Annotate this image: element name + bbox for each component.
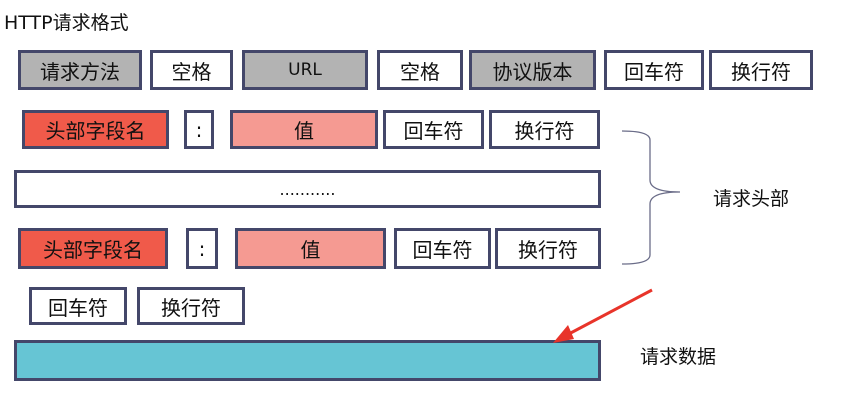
ellipsis-box: ...........: [14, 170, 601, 208]
url-box: URL: [242, 50, 368, 90]
protocol-version-box: 协议版本: [469, 50, 596, 90]
arrow-line: [564, 288, 653, 338]
header-value-box: 值: [235, 228, 386, 269]
cr-box: 回车符: [383, 110, 484, 149]
request-body-label: 请求数据: [640, 346, 717, 368]
cr-box: 回车符: [394, 228, 491, 269]
lf-box: 换行符: [137, 287, 245, 325]
header-name-box: 头部字段名: [22, 110, 169, 149]
space-box: 空格: [150, 50, 233, 90]
diagram-title: HTTP请求格式: [4, 12, 129, 34]
cr-box: 回车符: [604, 50, 704, 90]
lf-box: 换行符: [489, 110, 600, 149]
header-name-box: 头部字段名: [18, 228, 168, 269]
space-box: 空格: [377, 50, 463, 90]
request-method-box: 请求方法: [18, 50, 142, 90]
colon-box: :: [184, 110, 214, 149]
brace-icon: [621, 130, 681, 265]
cr-box: 回车符: [29, 287, 127, 325]
arrow-head-icon: [553, 325, 574, 343]
lf-box: 换行符: [709, 50, 813, 90]
request-body-box: [14, 340, 601, 381]
request-headers-label: 请求头部: [713, 188, 790, 210]
lf-box: 换行符: [495, 228, 601, 269]
colon-box: :: [186, 228, 218, 269]
header-value-box: 值: [230, 110, 378, 149]
